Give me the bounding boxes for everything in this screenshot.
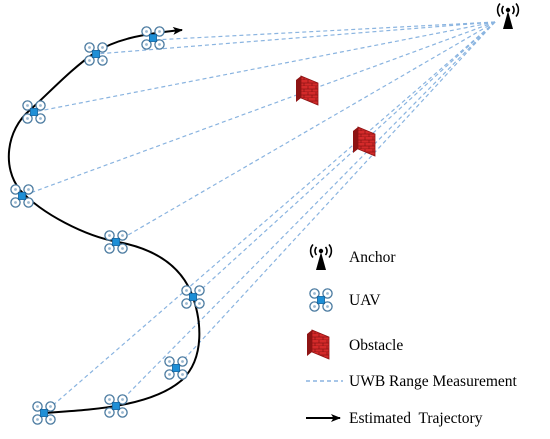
legend-anchor-label: Anchor: [349, 249, 396, 266]
obstacle-wall-1: [295, 75, 319, 106]
uav-drone-8: [104, 394, 128, 418]
anchor-icon: [496, 2, 520, 30]
uav-drone-6: [181, 285, 205, 309]
range-line-5: [115, 21, 496, 243]
legend-obstacle-icon: [306, 329, 330, 360]
range-line-6: [192, 21, 496, 298]
range-line-8: [115, 21, 496, 407]
range-line-2: [95, 21, 496, 55]
uwb-range-lines: [21, 21, 496, 414]
legend-uav-label: UAV: [349, 292, 381, 309]
uav-drone-4: [10, 184, 34, 208]
legend-trajectory-label: Estimated Trajectory: [349, 410, 483, 427]
range-line-3: [33, 21, 496, 113]
legend-uav-icon: [309, 288, 333, 312]
legend-obstacle-label: Obstacle: [349, 337, 403, 354]
uav-drone-7: [164, 356, 188, 380]
range-line-7: [175, 21, 496, 369]
range-line-9: [43, 21, 496, 414]
legend-range-label: UWB Range Measurement: [349, 373, 518, 390]
estimated-trajectory-path: [7, 26, 201, 414]
legend-anchor-icon: [309, 243, 333, 271]
legend: Anchor UAV Obstacle UWB Range Measuremen…: [306, 243, 518, 427]
uav-drone-1: [141, 26, 165, 50]
obstacle-wall-2: [352, 126, 376, 157]
range-line-1: [152, 21, 496, 41]
uav-drone-5: [104, 230, 128, 254]
uav-drone-2: [84, 42, 108, 66]
uav-drone-3: [22, 100, 46, 124]
